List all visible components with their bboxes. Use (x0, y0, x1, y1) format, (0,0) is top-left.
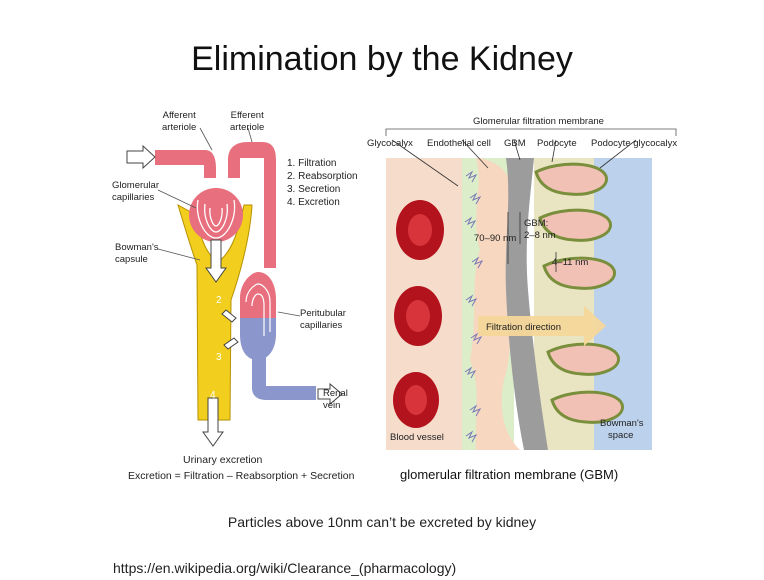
layer-glycocalyx: Glycocalyx (367, 138, 413, 150)
layer-gbm: GBM (504, 138, 526, 150)
gbm-caption: glomerular filtration membrane (GBM) (400, 467, 618, 482)
gbm-size-label-line1: GBM: (524, 218, 548, 229)
filtration-direction-label: Filtration direction (486, 322, 561, 333)
gbm-header: Glomerular filtration membrane (473, 116, 604, 128)
blood-vessel-label: Blood vessel (390, 432, 444, 443)
particle-size-note: Particles above 10nm can’t be excreted b… (0, 514, 764, 530)
bowmans-space-label-line1: Bowman's (600, 418, 644, 429)
endothelial-size-label: 70–90 nm (474, 233, 516, 244)
gbm-size-label-line2: 2–8 nm (524, 230, 556, 241)
layer-podocyte-glycocalyx: Podocyte glycocalyx (591, 138, 677, 150)
layer-endothelial-cell: Endothelial cell (427, 138, 491, 150)
bowmans-space-label-line2: space (608, 430, 633, 441)
podocyte-size-label: 4–11 nm (552, 257, 588, 268)
layer-podocyte: Podocyte (537, 138, 577, 150)
red-blood-cells (393, 200, 444, 428)
gbm-header-bracket (386, 129, 676, 136)
source-url[interactable]: https://en.wikipedia.org/wiki/Clearance_… (113, 560, 456, 576)
